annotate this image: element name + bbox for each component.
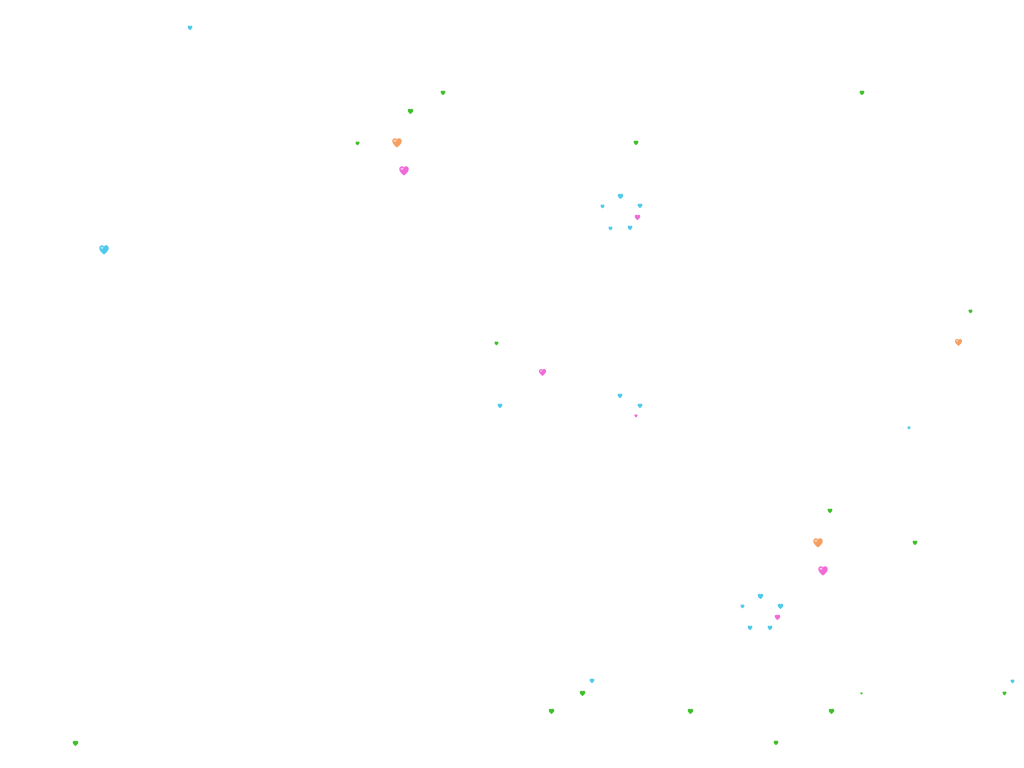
heart-icon [859,691,863,695]
heart-icon [767,625,773,631]
heart-icon [538,368,546,376]
heart-icon [954,338,962,346]
heart-icon [827,508,833,514]
heart-icon [634,414,638,418]
heart-icon [399,166,409,176]
heart-icon [968,309,972,313]
heart-icon [774,614,780,620]
heart-icon [600,204,604,208]
heart-icon [72,740,78,746]
heart-icon [627,225,633,231]
heart-icon [777,603,783,609]
heart-icon [637,403,643,409]
heart-icon [608,226,612,230]
heart-icon [740,604,744,608]
heart-icon [355,141,359,145]
heart-icon [579,690,585,696]
heart-icon [1010,679,1014,683]
heart-icon [828,708,834,714]
heart-icon [859,90,865,96]
heart-icon [633,140,639,146]
heart-icon [1002,691,1006,695]
heart-icon [757,593,763,599]
heart-icon [497,403,503,409]
heart-icon [634,214,640,220]
heart-icon [440,90,446,96]
heart-icon [818,566,828,576]
heart-icon [548,708,554,714]
heart-icon [99,245,109,255]
heart-icon [494,341,498,345]
heart-icon [617,393,623,399]
heart-icon [747,625,753,631]
heart-icon [912,540,918,546]
heart-icon [392,138,402,148]
heart-icon [187,25,193,31]
heart-icon [907,426,911,430]
heart-icon [813,538,823,548]
heart-icon [617,193,623,199]
heart-icon [687,708,693,714]
heart-icon [773,740,779,746]
heart-icon [589,678,595,684]
heart-icon [637,203,643,209]
heart-icon [407,108,413,114]
